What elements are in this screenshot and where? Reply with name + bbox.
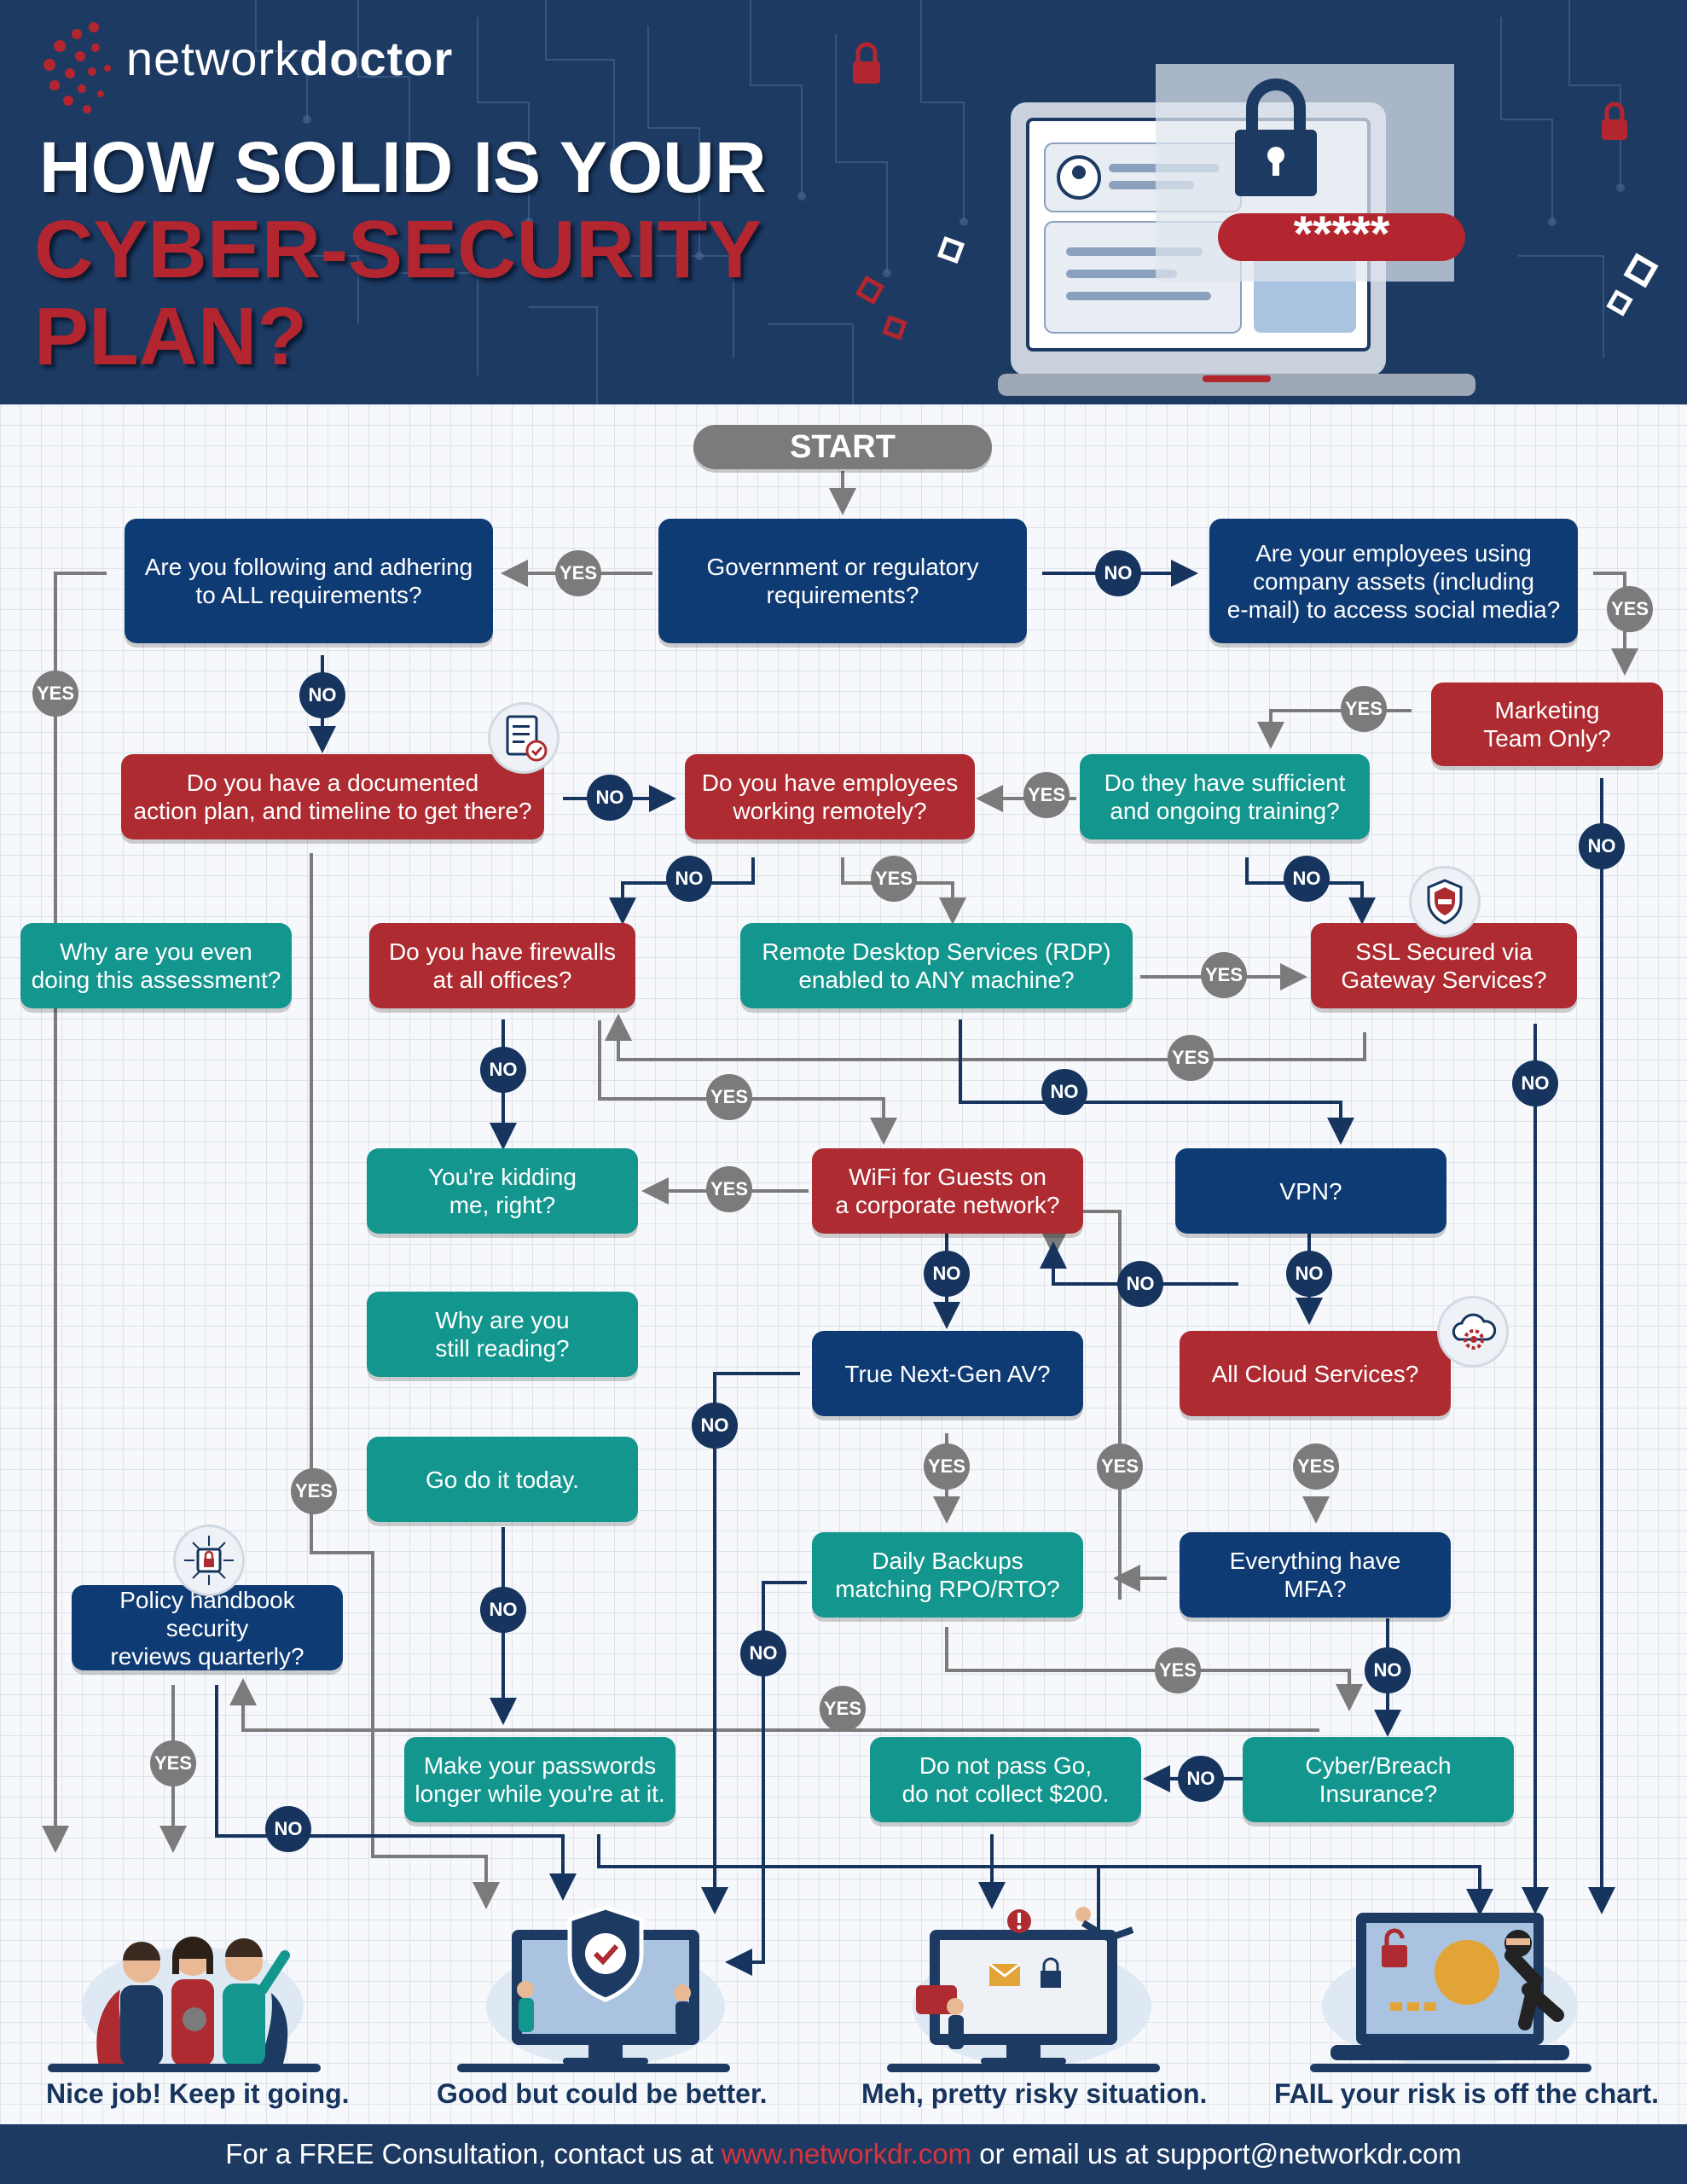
yes-label: YES — [871, 856, 917, 902]
node-policy-handbook: Policy handbook security reviews quarter… — [72, 1585, 343, 1670]
node-cyber-insurance: Cyber/Breach Insurance? — [1243, 1737, 1514, 1822]
no-label: NO — [265, 1806, 311, 1852]
shield-check-icon — [567, 1905, 644, 2002]
no-label: NO — [692, 1403, 738, 1449]
no-label: NO — [480, 1047, 526, 1093]
node-why-assessment: Why are you even doing this assessment? — [20, 923, 292, 1008]
no-label: NO — [587, 775, 633, 821]
node-government-requirements: Government or regulatory requirements? — [658, 519, 1027, 643]
no-label: NO — [1095, 550, 1141, 596]
no-label: NO — [299, 672, 345, 718]
yes-label: YES — [1097, 1443, 1143, 1490]
node-sufficient-training: Do they have sufficient and ongoing trai… — [1080, 754, 1370, 839]
outcome-underline — [457, 2064, 730, 2072]
yes-label: YES — [150, 1740, 196, 1786]
padlock-icon — [853, 42, 880, 84]
yes-label: YES — [820, 1686, 866, 1732]
outcome-meh: Meh, pretty risky situation. — [861, 2078, 1208, 2109]
no-label: NO — [1286, 1251, 1332, 1297]
checklist-icon — [488, 702, 559, 774]
yes-label: YES — [1155, 1647, 1201, 1693]
yes-label: YES — [1201, 952, 1247, 998]
title-line-1: HOW SOLID IS YOUR — [39, 127, 767, 207]
node-daily-backups: Daily Backups matching RPO/RTO? — [812, 1532, 1083, 1618]
no-label: NO — [1512, 1060, 1558, 1107]
yes-label: YES — [1168, 1035, 1214, 1081]
yes-label: YES — [32, 671, 78, 717]
no-label: NO — [1579, 823, 1625, 869]
footer-banner: For a FREE Consultation, contact us at w… — [0, 2124, 1687, 2184]
header-banner: networkdoctor HOW SOLID IS YOUR CYBER-SE… — [0, 0, 1687, 404]
outcome-underline — [48, 2064, 321, 2072]
shield-check-illustration — [486, 1905, 725, 2066]
node-wifi-guests: WiFi for Guests on a corporate network? — [812, 1148, 1083, 1234]
no-label: NO — [1284, 856, 1330, 902]
risky-situation-illustration — [913, 1907, 1151, 2066]
node-cloud-services: All Cloud Services? — [1180, 1331, 1451, 1416]
outcome-underline — [887, 2064, 1160, 2072]
padlock-icon — [1382, 1928, 1407, 1967]
outcome-underline — [1310, 2064, 1591, 2072]
padlock-icon — [1235, 78, 1317, 196]
no-label: NO — [1117, 1261, 1163, 1307]
title-line-3: PLAN? — [34, 291, 307, 382]
yes-label: YES — [1341, 686, 1387, 732]
outcome-nice-job: Nice job! Keep it going. — [46, 2078, 350, 2109]
no-label: NO — [740, 1630, 786, 1676]
yes-label: YES — [706, 1074, 752, 1120]
node-marketing-team: Marketing Team Only? — [1431, 682, 1663, 766]
yes-label: YES — [1023, 772, 1070, 818]
node-mfa: Everything have MFA? — [1180, 1532, 1451, 1618]
node-do-it-today: Go do it today. — [367, 1437, 638, 1522]
yes-label: YES — [1293, 1443, 1339, 1490]
circuit-lock-icon — [173, 1525, 245, 1596]
password-mask: ***** — [1294, 206, 1390, 262]
thief-illustration — [1322, 1913, 1578, 2066]
node-do-not-pass-go: Do not pass Go, do not collect $200. — [870, 1737, 1141, 1822]
no-label: NO — [480, 1587, 526, 1633]
footer-middle: or email us at — [971, 2138, 1157, 2169]
brand-logo-dots — [43, 22, 111, 113]
no-label: NO — [666, 856, 712, 902]
node-adhering-requirements: Are you following and adhering to ALL re… — [125, 519, 493, 643]
no-label: NO — [924, 1251, 970, 1297]
outcome-good: Good but could be better. — [437, 2078, 768, 2109]
team-illustration — [82, 1937, 304, 2066]
node-ssl-gateway: SSL Secured via Gateway Services? — [1311, 923, 1577, 1008]
circuit-background — [255, 0, 1659, 404]
node-remote-employees: Do you have employees working remotely? — [685, 754, 975, 839]
cloud-gear-icon — [1437, 1296, 1509, 1368]
yes-label: YES — [706, 1166, 752, 1212]
node-employees-social-media: Are your employees using company assets … — [1209, 519, 1578, 643]
no-label: NO — [1178, 1756, 1224, 1802]
brand-name: networkdoctor — [126, 32, 454, 85]
node-still-reading: Why are you still reading? — [367, 1292, 638, 1377]
email-link[interactable]: support@networkdr.com — [1156, 2138, 1462, 2169]
yes-label: YES — [924, 1443, 970, 1490]
node-longer-passwords: Make your passwords longer while you're … — [404, 1737, 675, 1822]
node-firewalls: Do you have firewalls at all offices? — [369, 923, 635, 1008]
node-rdp: Remote Desktop Services (RDP) enabled to… — [740, 923, 1133, 1008]
outcome-fail: FAIL your risk is off the chart. — [1274, 2078, 1660, 2109]
padlock-icon — [1602, 102, 1627, 140]
node-nextgen-av: True Next-Gen AV? — [812, 1331, 1083, 1416]
start-node: START — [693, 425, 992, 469]
yes-label: YES — [555, 550, 601, 596]
node-vpn: VPN? — [1175, 1148, 1446, 1234]
no-label: NO — [1365, 1647, 1411, 1693]
title-line-2: CYBER-SECURITY — [34, 204, 762, 295]
ssl-shield-icon — [1409, 866, 1481, 938]
node-kidding: You're kidding me, right? — [367, 1148, 638, 1234]
laptop-login-illustration: ***** — [998, 64, 1475, 396]
yes-label: YES — [1607, 586, 1653, 632]
website-link[interactable]: www.networkdr.com — [721, 2138, 972, 2169]
yes-label: YES — [291, 1468, 337, 1514]
node-action-plan: Do you have a documented action plan, an… — [121, 754, 544, 839]
footer-prefix: For a FREE Consultation, contact us at — [225, 2138, 722, 2169]
no-label: NO — [1041, 1069, 1087, 1115]
